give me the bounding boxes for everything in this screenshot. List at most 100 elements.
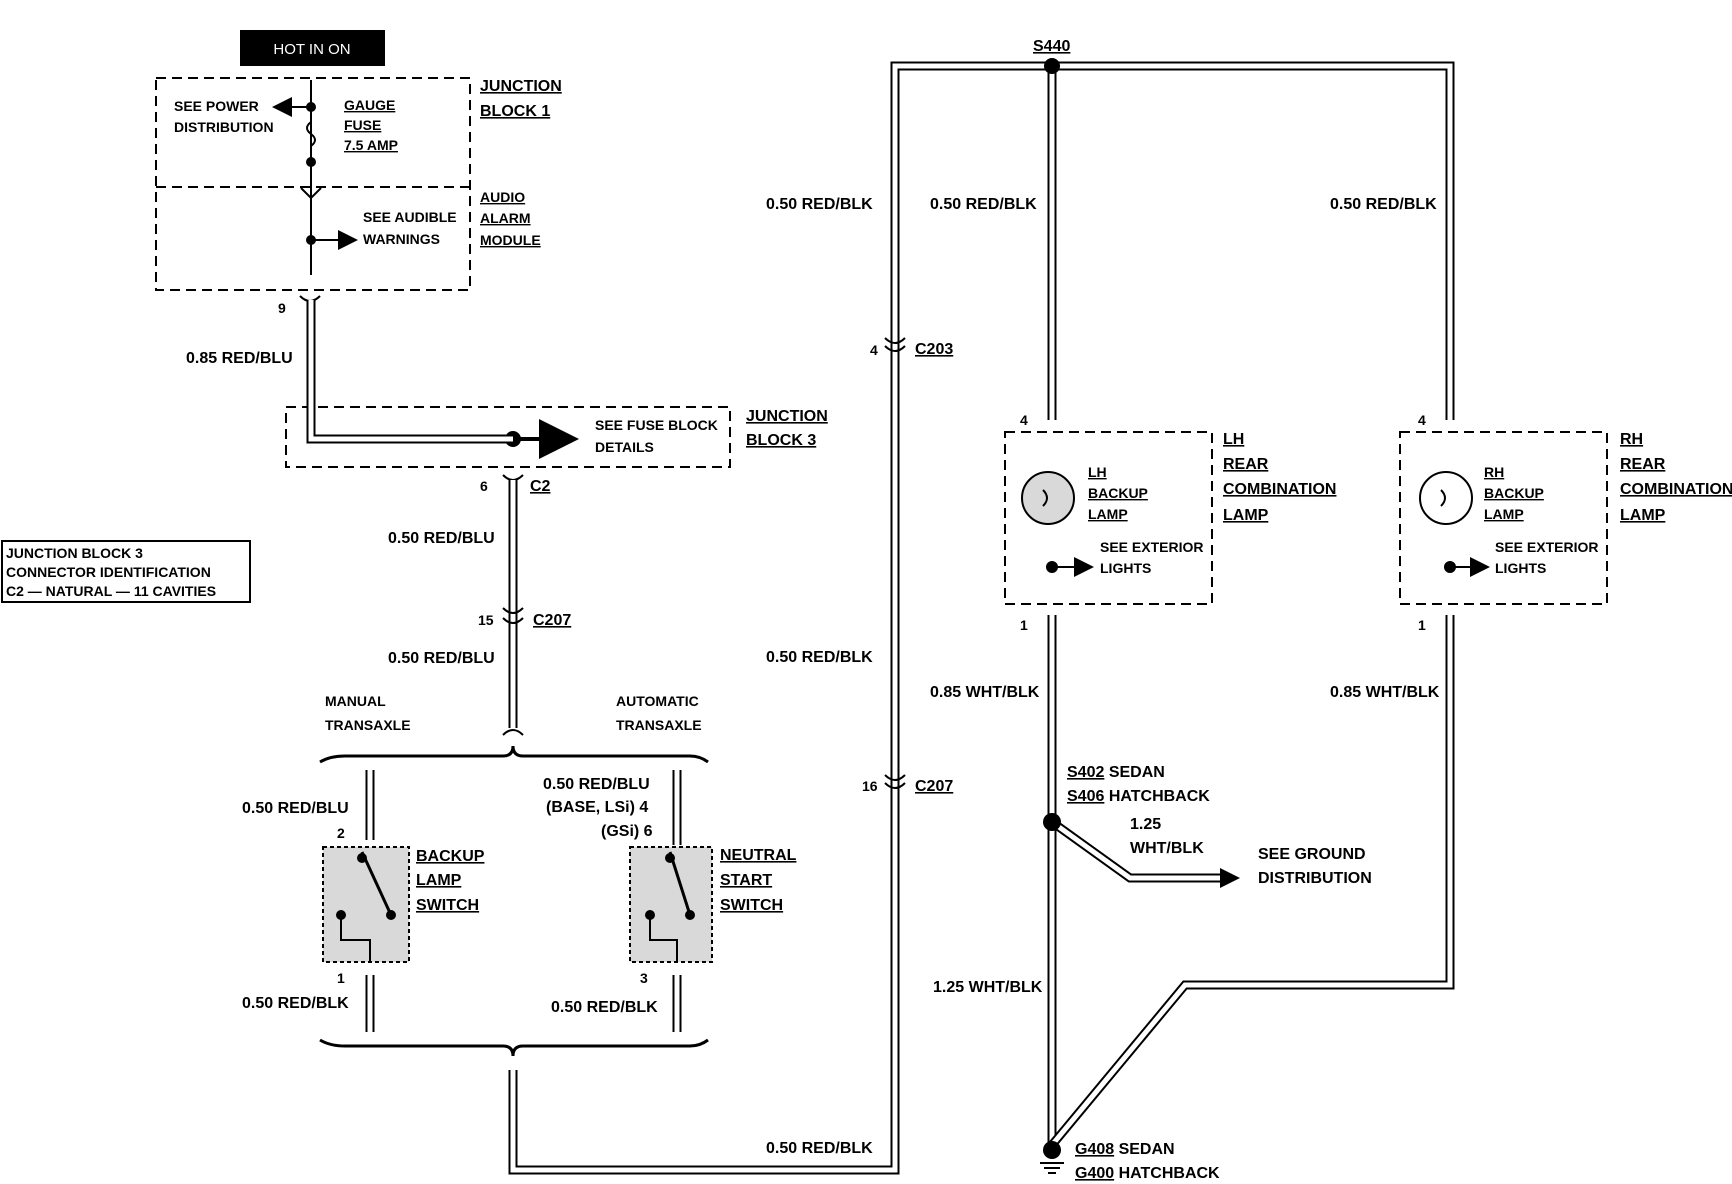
c203-label: C203 <box>915 341 953 358</box>
jb3-pin: 6 <box>480 478 488 494</box>
rh-see-exterior-2: LIGHTS <box>1495 560 1546 576</box>
rh-bulb-label-1: RH <box>1484 464 1504 480</box>
wire-label-neutral-in-2: (BASE, LSi) 4 <box>546 799 648 816</box>
rh-title-4: LAMP <box>1620 507 1666 524</box>
see-ground-1: SEE GROUND <box>1258 846 1366 863</box>
c207-pin-top: 15 <box>478 612 494 628</box>
wire-label-left-upper: 0.50 RED/BLK <box>766 196 873 213</box>
jb1-pin: 9 <box>278 300 286 316</box>
lh-bulb-label-1: LH <box>1088 464 1107 480</box>
rh-pin-out: 1 <box>1418 617 1426 633</box>
rh-title-2: REAR <box>1620 456 1666 473</box>
rh-see-exterior-1: SEE EXTERIOR <box>1495 539 1598 555</box>
junction-block-3: JUNCTION BLOCK 3 SEE FUSE BLOCK DETAILS … <box>285 406 828 495</box>
lh-bulb-label-2: BACKUP <box>1088 485 1148 501</box>
splice-s402-s406: S402 SEDAN S406 HATCHBACK <box>1043 764 1210 831</box>
audio-alarm-3: MODULE <box>480 232 541 248</box>
transaxle-bracket: MANUAL TRANSAXLE AUTOMATIC TRANSAXLE <box>319 693 709 1057</box>
lh-lamp-box <box>1004 431 1213 605</box>
backup-switch-pin-in: 2 <box>337 825 345 841</box>
jb3-title-2: BLOCK 3 <box>746 432 816 449</box>
c207-label-top: C207 <box>533 612 571 629</box>
gauge-fuse-1: GAUGE <box>344 97 395 113</box>
c207-label-right: C207 <box>915 778 953 795</box>
lh-title-3: COMBINATION <box>1223 481 1336 498</box>
wire-label-ground-branch-1: 1.25 <box>1130 816 1161 833</box>
rh-bulb-label-3: LAMP <box>1484 506 1524 522</box>
c207-pin-right: 16 <box>862 778 878 794</box>
junction-block-3-box <box>285 406 731 468</box>
automatic-transaxle-2: TRANSAXLE <box>616 717 702 733</box>
rh-bulb-label-2: BACKUP <box>1484 485 1544 501</box>
jb3-connector-c2: C2 <box>530 478 551 495</box>
wire-label-neutral-out: 0.50 RED/BLK <box>551 999 658 1016</box>
wire-label-left-mid: 0.50 RED/BLK <box>766 649 873 666</box>
wire-labels: 0.85 RED/BLU 0.50 RED/BLU 0.50 RED/BLU 0… <box>186 196 1440 1157</box>
conn-id-line-3: C2 — NATURAL — 11 CAVITIES <box>6 583 216 599</box>
wire-label-rh-out: 0.85 WHT/BLK <box>1330 684 1440 701</box>
see-audible-1: SEE AUDIBLE <box>363 209 457 225</box>
lh-see-exterior-2: LIGHTS <box>1100 560 1151 576</box>
neutral-switch-label-1: NEUTRAL <box>720 847 797 864</box>
g408-label: G408 SEDAN <box>1075 1141 1175 1158</box>
splice-s440: S440 <box>1033 38 1070 74</box>
jb3-title-1: JUNCTION <box>746 408 828 425</box>
see-ground-2: DISTRIBUTION <box>1258 870 1372 887</box>
wires <box>306 61 1455 1175</box>
neutral-start-switch: NEUTRAL START SWITCH 3 <box>629 846 797 986</box>
wire-label-s440-lh: 0.50 RED/BLK <box>930 196 1037 213</box>
see-fuse-block-1: SEE FUSE BLOCK <box>595 417 718 433</box>
wire-label-s440-rh: 0.50 RED/BLK <box>1330 196 1437 213</box>
connector-identification-box: JUNCTION BLOCK 3 CONNECTOR IDENTIFICATIO… <box>1 540 251 603</box>
lh-rear-combination-lamp: 4 LH BACKUP LAMP SEE EXTERIOR LIGHTS LH … <box>1004 412 1336 633</box>
lh-pin-in: 4 <box>1020 412 1028 428</box>
rh-title-3: COMBINATION <box>1620 481 1732 498</box>
lh-title-4: LAMP <box>1223 507 1269 524</box>
wire-label-jb1-jb3: 0.85 RED/BLU <box>186 350 293 367</box>
rh-lamp-box <box>1399 431 1608 605</box>
ground-icon <box>1040 1162 1064 1174</box>
neutral-switch-label-3: SWITCH <box>720 897 783 914</box>
inline-connectors: 15 C207 4 C203 16 C207 <box>478 337 953 795</box>
g400-label: G400 HATCHBACK <box>1075 1165 1220 1182</box>
ground-distribution-ref: SEE GROUND DISTRIBUTION <box>1258 846 1372 887</box>
junction-block-1: JUNCTION BLOCK 1 SEE POWER DISTRIBUTION … <box>155 77 562 316</box>
see-power-2: DISTRIBUTION <box>174 119 274 135</box>
junction-block-1-box <box>155 77 471 291</box>
conn-id-line-1: JUNCTION BLOCK 3 <box>6 545 143 561</box>
wire-label-backup-in: 0.50 RED/BLU <box>242 800 349 817</box>
wire-label-to-ground: 1.25 WHT/BLK <box>933 979 1043 996</box>
wire-label-lh-out: 0.85 WHT/BLK <box>930 684 1040 701</box>
lh-title-2: REAR <box>1223 456 1269 473</box>
wire-label-backup-out: 0.50 RED/BLK <box>242 995 349 1012</box>
fuse-icon <box>306 121 316 147</box>
see-fuse-block-2: DETAILS <box>595 439 654 455</box>
ground-point: G408 SEDAN G400 HATCHBACK <box>1040 1141 1220 1182</box>
see-audible-2: WARNINGS <box>363 231 440 247</box>
gauge-fuse-3: 7.5 AMP <box>344 137 398 153</box>
neutral-switch-box <box>629 846 713 963</box>
conn-id-line-2: CONNECTOR IDENTIFICATION <box>6 564 211 580</box>
jb1-title-2: BLOCK 1 <box>480 103 550 120</box>
manual-transaxle-1: MANUAL <box>325 693 386 709</box>
wire-label-c2-c207: 0.50 RED/BLU <box>388 530 495 547</box>
rh-rear-combination-lamp: 4 RH BACKUP LAMP SEE EXTERIOR LIGHTS RH … <box>1399 412 1732 633</box>
splice-s440-label: S440 <box>1033 38 1070 55</box>
hot-in-on-text: HOT IN ON <box>273 41 350 58</box>
wire-label-c207-down: 0.50 RED/BLU <box>388 650 495 667</box>
manual-transaxle-2: TRANSAXLE <box>325 717 411 733</box>
backup-switch-pin-out: 1 <box>337 970 345 986</box>
audio-alarm-2: ALARM <box>480 210 531 226</box>
see-power-1: SEE POWER <box>174 98 259 114</box>
backup-lamp-switch: 2 BACKUP LAMP SWITCH 1 <box>322 825 485 986</box>
wire-label-ground-branch-2: WHT/BLK <box>1130 840 1204 857</box>
wire-label-neutral-in-1: 0.50 RED/BLU <box>543 776 650 793</box>
lh-pin-out: 1 <box>1020 617 1028 633</box>
c203-pin: 4 <box>870 342 878 358</box>
automatic-transaxle-1: AUTOMATIC <box>616 693 699 709</box>
neutral-switch-label-2: START <box>720 872 772 889</box>
backup-switch-label-1: BACKUP <box>416 848 485 865</box>
wire-label-bottom-return: 0.50 RED/BLK <box>766 1140 873 1157</box>
lh-bulb-label-3: LAMP <box>1088 506 1128 522</box>
